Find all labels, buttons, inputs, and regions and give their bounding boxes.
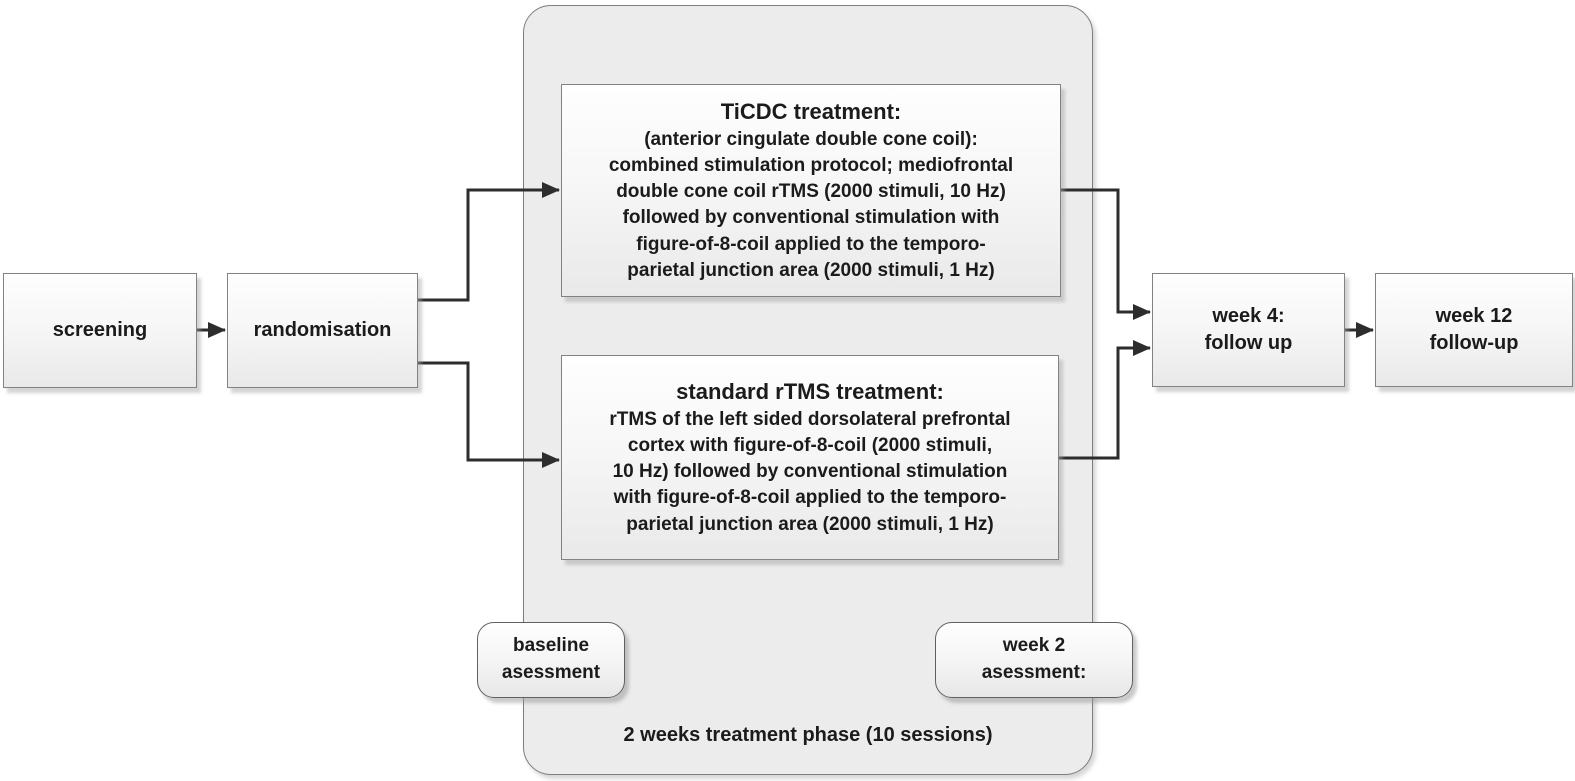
node-week4-followup: week 4: follow up xyxy=(1152,273,1345,387)
week12-followup-label: week 12 follow-up xyxy=(1429,305,1519,354)
baseline-assessment-label: baseline asessment xyxy=(501,635,601,683)
standard-rtms-treatment-title: standard rTMS treatment: xyxy=(676,379,944,405)
ticdc-treatment-title: TiCDC treatment: xyxy=(720,99,902,124)
treatment-phase-label: 2 weeks treatment phase (10 sessions) xyxy=(623,724,993,746)
node-week12-followup: week 12 follow-up xyxy=(1375,273,1573,387)
week2-assessment-label: week 2 asessment: xyxy=(981,635,1087,683)
week4-followup-label: week 4: follow up xyxy=(1204,305,1293,354)
node-standard-rtms-treatment: standard rTMS treatment: rTMS of the lef… xyxy=(561,355,1059,560)
connector-randomisation-to-ticdc xyxy=(418,182,560,302)
connector-randomisation-to-standard-rtms xyxy=(418,361,560,468)
badge-week2-assessment: week 2 asessment: xyxy=(935,622,1133,698)
node-randomisation: randomisation xyxy=(227,273,418,388)
node-screening: screening xyxy=(3,273,197,388)
connector-ticdc-to-week4 xyxy=(1061,188,1151,320)
randomisation-label: randomisation xyxy=(253,319,392,341)
standard-rtms-treatment-body: rTMS of the left sided dorsolateral pref… xyxy=(609,408,1011,535)
ticdc-treatment-body: (anterior cingulate double cone coil): c… xyxy=(608,128,1014,281)
badge-baseline-assessment: baseline asessment xyxy=(477,622,625,698)
connector-standard-rtms-to-week4 xyxy=(1058,340,1151,460)
screening-label: screening xyxy=(52,319,148,341)
node-ticdc-treatment: TiCDC treatment: (anterior cingulate dou… xyxy=(561,84,1061,297)
